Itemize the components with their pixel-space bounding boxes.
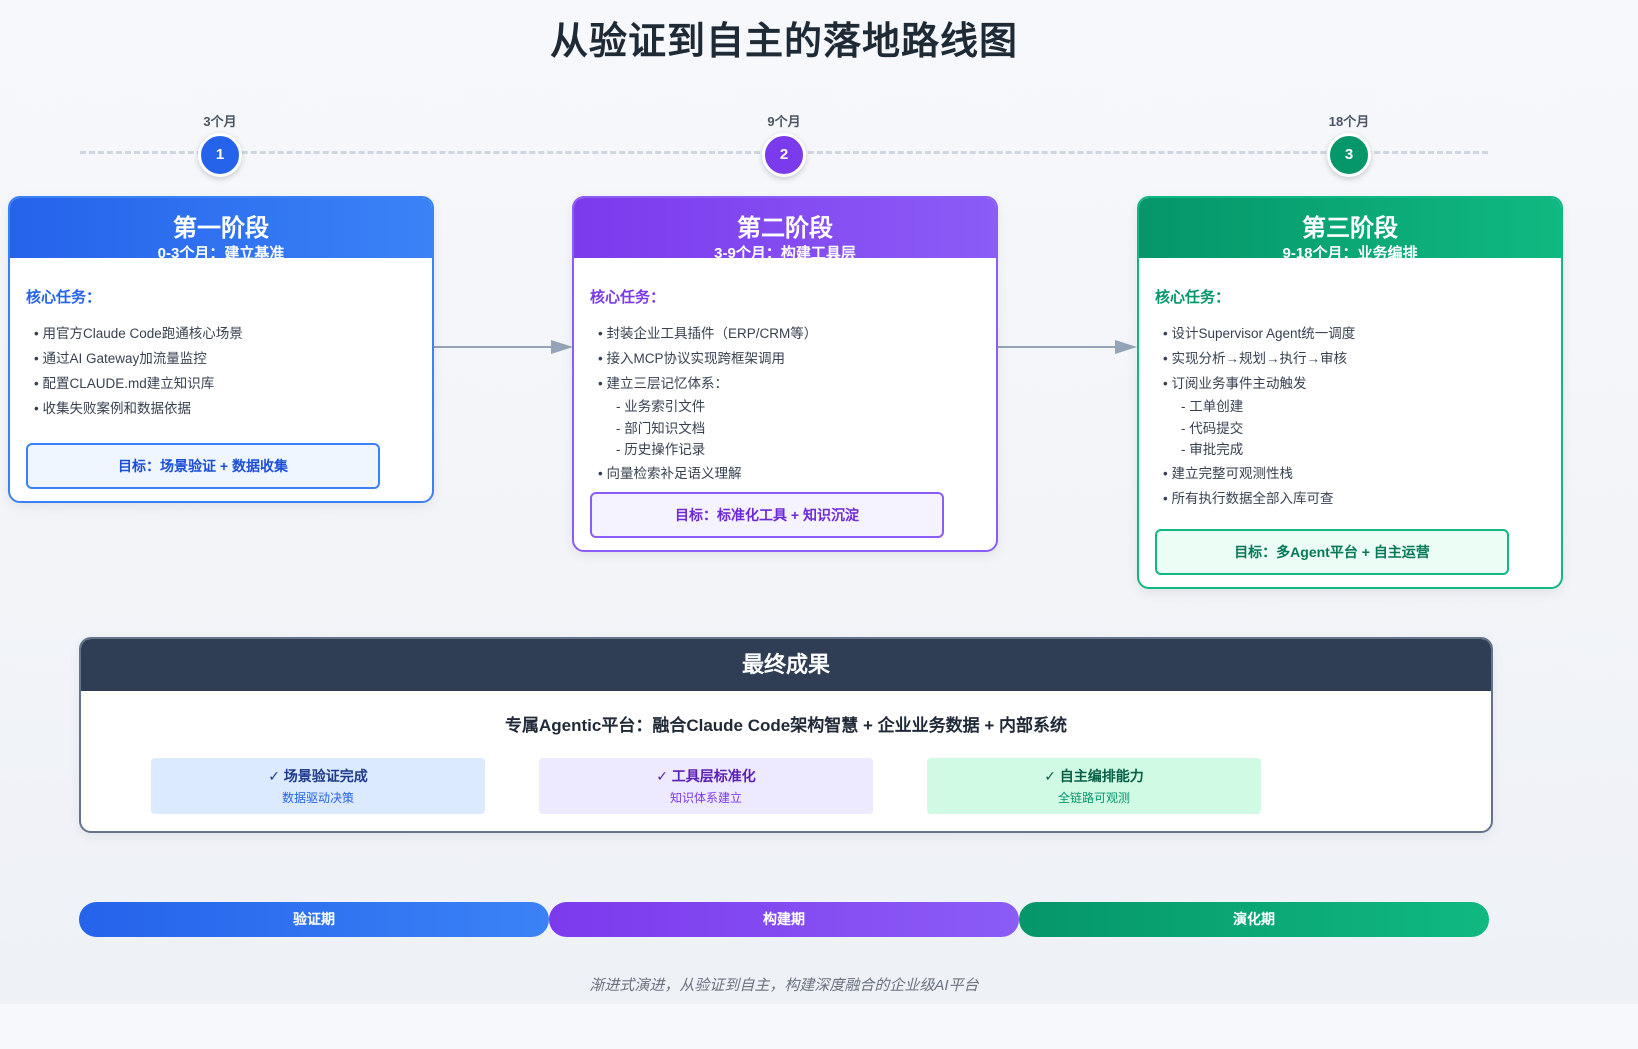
result-title: ✓ 场景验证完成	[268, 768, 368, 784]
task-item: • 设计Supervisor Agent统一调度	[1163, 326, 1356, 341]
task-item: • 收集失败案例和数据依据	[34, 401, 191, 416]
stage-card-2: 第二阶段 3-9个月：构建工具层 核心任务： • 封装企业工具插件（ERP/CR…	[572, 196, 998, 552]
result-subtitle: 数据驱动决策	[281, 791, 354, 805]
result-title: ✓ 工具层标准化	[656, 768, 756, 784]
task-item: • 向量检索补足语义理解	[598, 465, 742, 481]
result-box-2: ✓ 工具层标准化 知识体系建立	[539, 758, 873, 814]
stage-goal: 目标：场景验证 + 数据收集	[26, 443, 380, 489]
milestone-label: 3个月	[203, 114, 237, 129]
milestone-2: 9个月 2	[744, 112, 824, 177]
task-item: • 封装企业工具插件（ERP/CRM等）	[598, 326, 818, 341]
task-item: • 配置CLAUDE.md建立知识库	[34, 376, 215, 391]
stage-goal: 目标：多Agent平台 + 自主运营	[1155, 528, 1509, 575]
stage-title: 第三阶段	[1302, 215, 1398, 242]
stage-card-1: 第一阶段 0-3个月：建立基准 核心任务： • 用官方Claude Code跑通…	[8, 196, 434, 503]
core-tasks-label: 核心任务：	[26, 289, 102, 306]
task-item: • 所有执行数据全部入库可查	[1163, 490, 1334, 506]
task-subitem: - 工单创建	[1181, 399, 1244, 414]
result-subtitle: 知识体系建立	[669, 791, 742, 805]
milestone-1: 3个月 1	[180, 112, 260, 177]
result-box-3: ✓ 自主编排能力 全链路可观测	[927, 758, 1261, 814]
stage-title: 第二阶段	[737, 215, 833, 242]
milestone-dot: 3	[1327, 133, 1371, 177]
footer-caption: 渐进式演进，从验证到自主，构建深度融合的企业级AI平台	[589, 977, 979, 994]
stage-title: 第一阶段	[173, 215, 269, 242]
stage-goal: 目标：标准化工具 + 知识沉淀	[590, 491, 944, 538]
task-item: • 通过AI Gateway加流量监控	[34, 351, 207, 366]
final-result-panel: 最终成果 专属Agentic平台：融合Claude Code架构智慧 + 企业业…	[79, 637, 1493, 833]
stage-header: 第一阶段 0-3个月：建立基准	[10, 198, 432, 258]
task-item: • 建立三层记忆体系：	[598, 376, 728, 391]
arrow-right-icon	[433, 340, 573, 354]
final-description: 专属Agentic平台：融合Claude Code架构智慧 + 企业业务数据 +…	[505, 716, 1067, 735]
result-subtitle: 全链路可观测	[1057, 791, 1130, 805]
task-item: • 实现分析→规划→执行→审核	[1163, 351, 1347, 366]
task-subitem: - 业务索引文件	[616, 399, 706, 414]
task-item: • 建立完整可观测性栈	[1163, 465, 1293, 481]
stage-header: 第三阶段 9-18个月：业务编排	[1139, 198, 1561, 258]
arrow-right-icon	[997, 340, 1137, 354]
milestone-label: 18个月	[1328, 114, 1370, 129]
milestone-dot: 1	[198, 133, 242, 177]
result-title: ✓ 自主编排能力	[1044, 768, 1144, 784]
task-item: • 用官方Claude Code跑通核心场景	[34, 326, 243, 341]
phase-bar-validation: 验证期	[79, 902, 549, 937]
task-subitem: - 历史操作记录	[616, 442, 706, 457]
task-item: • 接入MCP协议实现跨框架调用	[598, 351, 785, 366]
task-subitem: - 部门知识文档	[616, 420, 706, 436]
milestone-dot: 2	[762, 133, 806, 177]
core-tasks-label: 核心任务：	[1155, 289, 1231, 306]
stage-subtitle: 9-18个月：业务编排	[1282, 245, 1418, 258]
result-box-1: ✓ 场景验证完成 数据驱动决策	[151, 758, 485, 814]
task-subitem: - 代码提交	[1181, 420, 1244, 436]
core-tasks-label: 核心任务：	[590, 289, 666, 306]
stage-subtitle: 0-3个月：建立基准	[157, 245, 285, 258]
phase-bar-evolution: 演化期	[1019, 902, 1489, 937]
milestone-label: 9个月	[767, 114, 801, 129]
task-subitem: - 审批完成	[1181, 442, 1244, 457]
milestone-3: 18个月 3	[1309, 112, 1389, 177]
final-title: 最终成果	[81, 639, 1491, 691]
stage-header: 第二阶段 3-9个月：构建工具层	[574, 198, 996, 258]
task-item: • 订阅业务事件主动触发	[1163, 376, 1307, 391]
stage-card-3: 第三阶段 9-18个月：业务编排 核心任务： • 设计Supervisor Ag…	[1137, 196, 1563, 589]
page-title: 从验证到自主的落地路线图	[549, 21, 1018, 63]
phase-bar-build: 构建期	[549, 902, 1019, 937]
stage-subtitle: 3-9个月：构建工具层	[714, 245, 856, 258]
